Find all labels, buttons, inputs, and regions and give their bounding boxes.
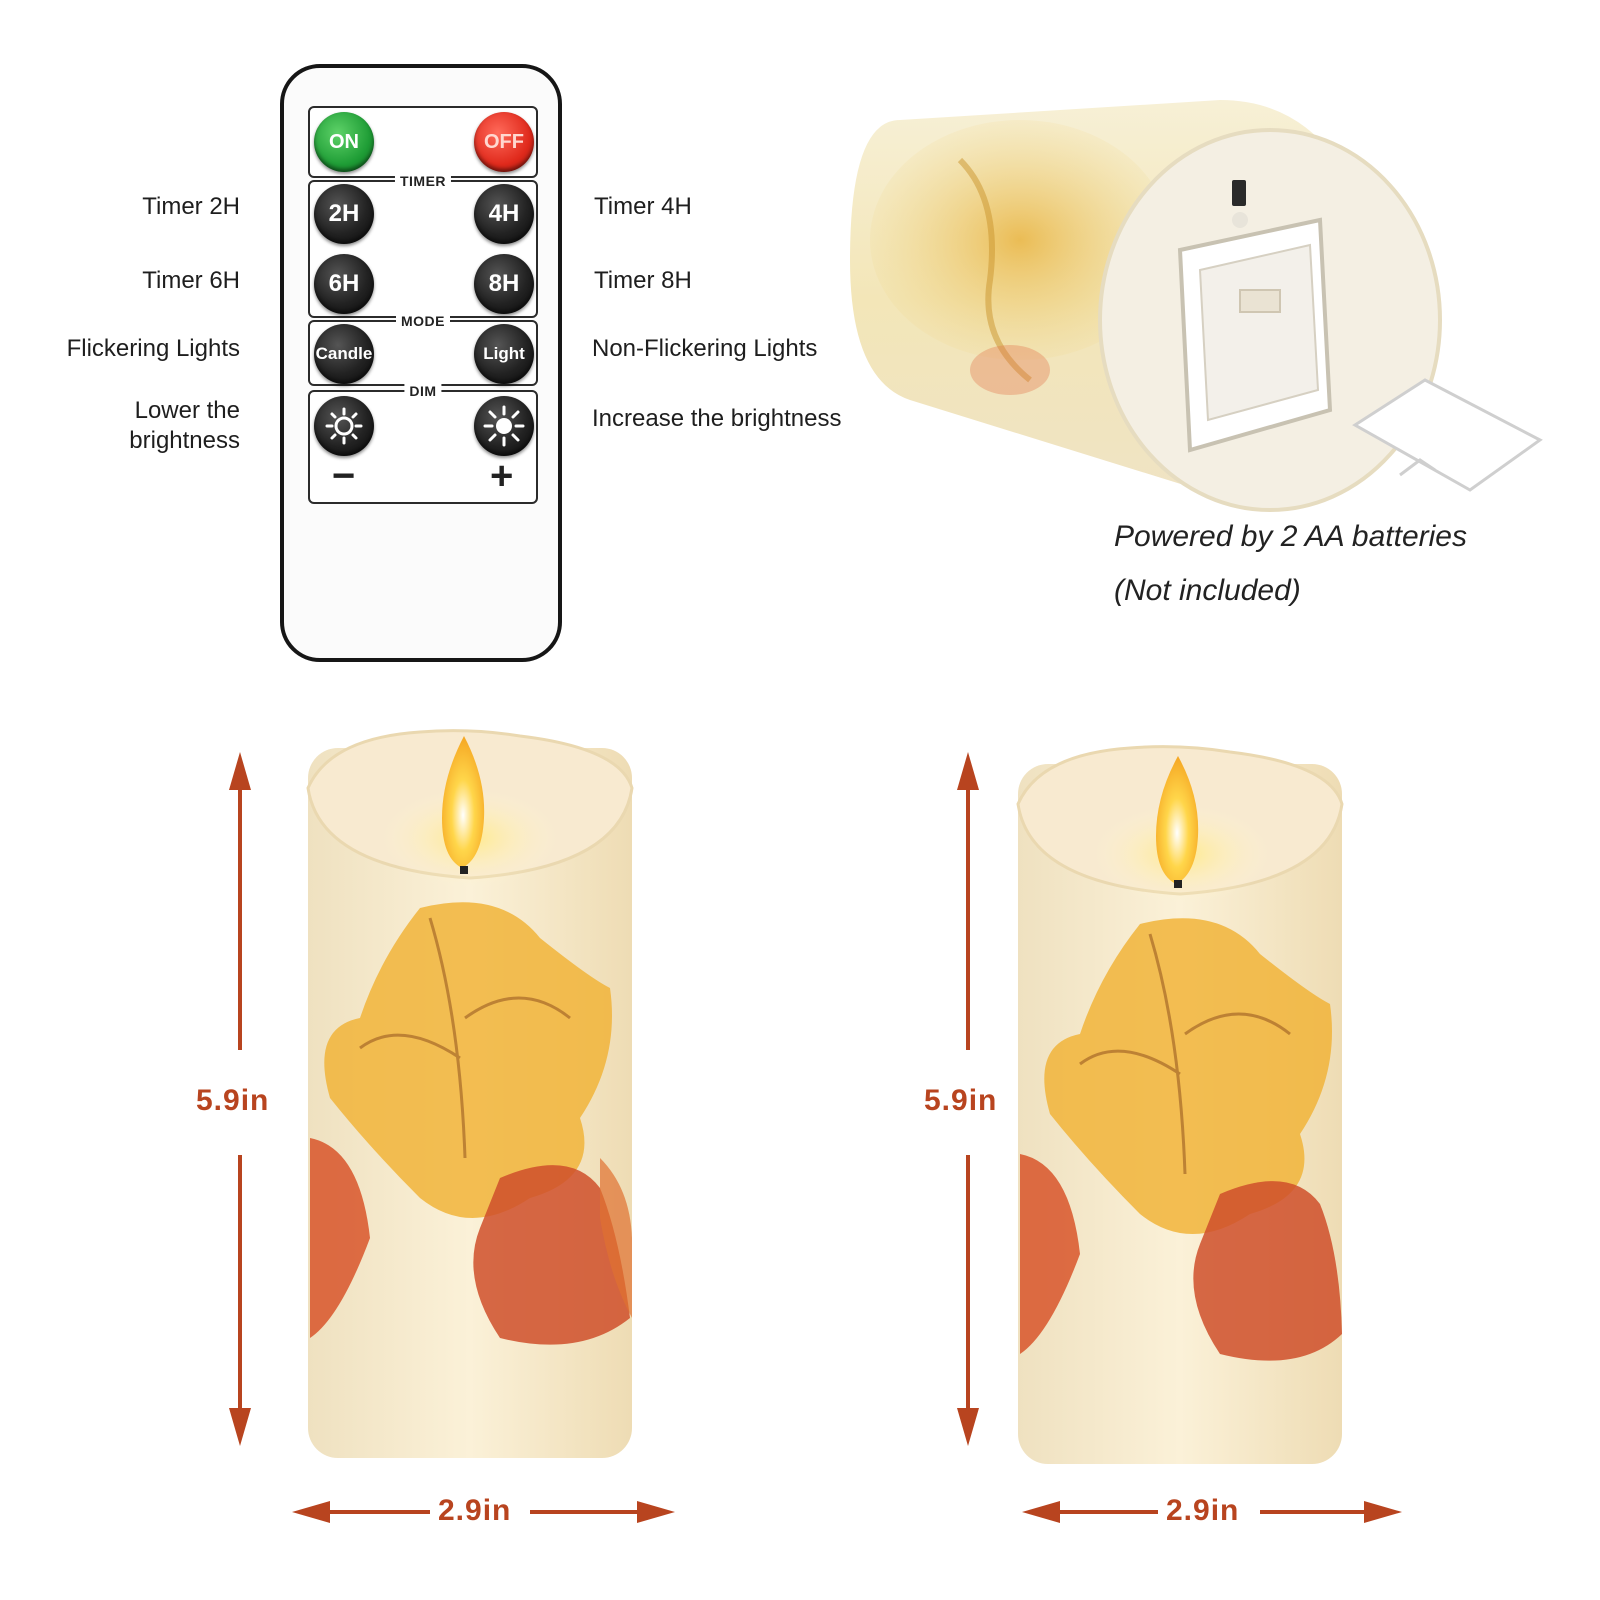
label-flickering: Flickering Lights bbox=[66, 335, 240, 362]
label-timer-4h: Timer 4H bbox=[594, 193, 692, 220]
sun-bright-icon bbox=[483, 405, 525, 447]
label-lower-line2: brightness bbox=[129, 427, 240, 454]
width-label-right: 2.9in bbox=[1166, 1494, 1240, 1527]
mode-group: MODE Candle Light bbox=[308, 313, 538, 386]
candle-right-image bbox=[1016, 745, 1344, 1464]
minus-sign: − bbox=[332, 454, 356, 498]
on-button[interactable]: ON bbox=[314, 112, 374, 172]
battery-note-line1: Powered by 2 AA batteries bbox=[1114, 520, 1467, 553]
battery-compartment-image bbox=[850, 100, 1543, 512]
battery-note-line2: (Not included) bbox=[1114, 574, 1301, 607]
label-lower-line1: Lower the bbox=[134, 397, 240, 424]
height-label-left: 5.9in bbox=[196, 1084, 270, 1117]
remote-control: ON OFF TIMER 2H 4H 6H 8H MODE Candle Lig… bbox=[280, 64, 562, 662]
label-timer-2h: Timer 2H bbox=[142, 193, 240, 220]
timer-2h-button[interactable]: 2H bbox=[314, 184, 374, 244]
label-timer-6h: Timer 6H bbox=[142, 267, 240, 294]
mode-title: MODE bbox=[396, 313, 450, 329]
candle-mode-button[interactable]: Candle bbox=[314, 324, 374, 384]
power-group: ON OFF bbox=[308, 106, 538, 178]
plus-sign: + bbox=[490, 454, 514, 498]
light-mode-button[interactable]: Light bbox=[474, 324, 534, 384]
off-button[interactable]: OFF bbox=[474, 112, 534, 172]
label-lower-brightness: Lower the brightness bbox=[90, 396, 240, 456]
width-label-left: 2.9in bbox=[438, 1494, 512, 1527]
dim-group: DIM − bbox=[308, 383, 538, 504]
dim-title: DIM bbox=[404, 383, 442, 399]
sun-dim-icon bbox=[325, 407, 363, 445]
timer-group: TIMER 2H 4H 6H 8H bbox=[308, 173, 538, 318]
timer-4h-button[interactable]: 4H bbox=[474, 184, 534, 244]
timer-6h-button[interactable]: 6H bbox=[314, 254, 374, 314]
candle-left-image bbox=[306, 729, 634, 1458]
timer-title: TIMER bbox=[394, 173, 452, 189]
label-non-flickering: Non-Flickering Lights bbox=[592, 335, 818, 362]
label-timer-8h: Timer 8H bbox=[594, 267, 692, 294]
timer-8h-button[interactable]: 8H bbox=[474, 254, 534, 314]
height-label-right: 5.9in bbox=[924, 1084, 998, 1117]
brightness-up-button[interactable] bbox=[474, 396, 534, 456]
brightness-down-button[interactable] bbox=[314, 396, 374, 456]
label-increase-brightness: Increase the brightness bbox=[592, 405, 842, 432]
